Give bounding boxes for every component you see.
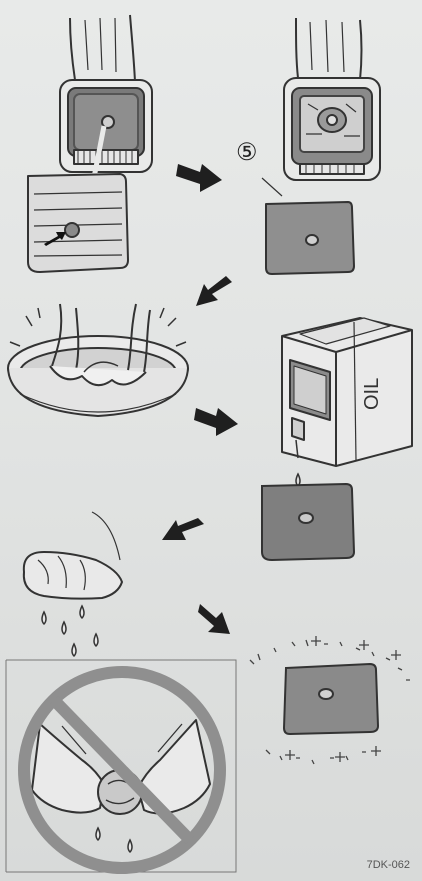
squeezing-filter-by-hand: [24, 512, 122, 599]
washing-filter-in-bowl: [8, 304, 188, 416]
flow-arrow-icon: [196, 276, 232, 306]
flow-arrow-icon: [194, 408, 238, 436]
flow-arrow-icon: [198, 604, 230, 634]
flow-arrow-icon: [162, 518, 204, 540]
oil-can-pouring: [282, 318, 412, 466]
oil-soaked-filter: [262, 484, 354, 560]
drip-drops: [42, 606, 98, 656]
prohibited-panel: [6, 660, 236, 872]
clean-filter-element: [284, 664, 378, 734]
figure-code: 7DK-062: [367, 859, 410, 871]
housing-filter-element: [262, 18, 380, 274]
housing-with-filter-removal: [28, 15, 152, 272]
step-number-label: ⑤: [236, 138, 258, 166]
oil-label: OIL: [361, 378, 383, 410]
flow-arrow-icon: [176, 164, 222, 192]
